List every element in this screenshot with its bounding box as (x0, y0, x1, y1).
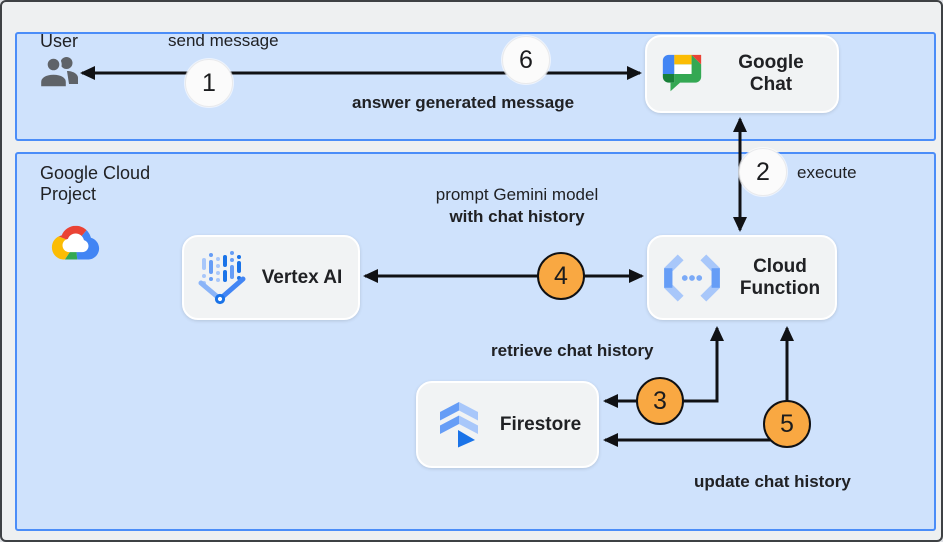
google-chat-label: Google Chat (738, 52, 804, 95)
step-circle-1: 1 (185, 59, 233, 107)
prompt-gemini-model-label: prompt Gemini model with chat history (402, 184, 632, 228)
cloud-function-node: Cloud Function (647, 235, 837, 320)
google-chat-node: Google Chat (645, 35, 839, 113)
answer-generated-message-label: answer generated message (352, 93, 575, 112)
google-cloud-project-label: Google Cloud Project (40, 163, 151, 204)
prompt-gemini-model-line2: with chat history (449, 207, 585, 226)
firestore-node: Firestore (416, 381, 599, 468)
step-circle-5: 5 (763, 400, 811, 448)
google-cloud-logo (51, 225, 100, 260)
step-circle-3: 3 (636, 377, 684, 425)
firestore-icon (440, 401, 478, 447)
step-circle-6: 6 (502, 36, 550, 84)
step-circle-2: 2 (739, 148, 787, 196)
google-chat-icon (662, 54, 702, 92)
prompt-gemini-model-line1: prompt Gemini model (435, 185, 599, 204)
cloud-function-icon (664, 253, 720, 302)
vertex-ai-node: Vertex AI (182, 235, 360, 320)
vertex-ai-label: Vertex AI (261, 266, 343, 288)
execute-label: execute (797, 163, 857, 182)
user-zone-label: User (40, 31, 79, 51)
update-chat-history-label: update chat history (694, 472, 851, 491)
vertex-ai-icon (198, 250, 246, 304)
people-icon (38, 56, 78, 89)
send-message-label: send message (168, 31, 279, 50)
retrieve-chat-history-label: retrieve chat history (491, 341, 654, 360)
firestore-label: Firestore (499, 413, 582, 435)
step-circle-4: 4 (537, 252, 585, 300)
cloud-function-label: Cloud Function (739, 255, 821, 299)
